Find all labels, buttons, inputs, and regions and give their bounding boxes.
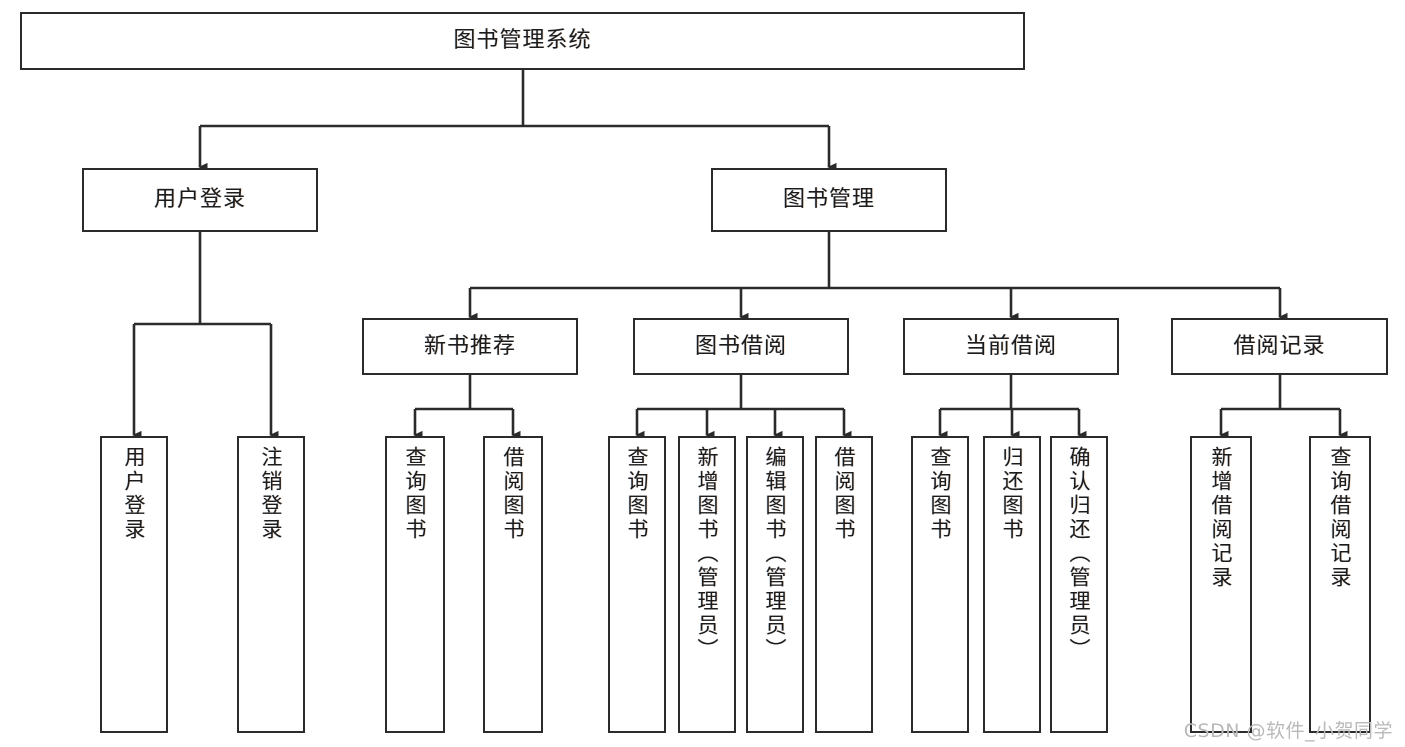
node-leaf-borrow-4[interactable]: 借阅图书 [815,436,873,733]
node-label: 借阅图书 [832,446,857,542]
node-label: 新书推荐 [423,333,516,359]
node-label: 图书借阅 [694,333,787,359]
node-leaf-rec-1[interactable]: 新增借阅记录 [1190,436,1252,733]
node-label: 查询借阅记录 [1328,446,1353,590]
node-label: 用户登录 [122,446,147,542]
node-label: 新增借阅记录 [1209,446,1234,590]
node-label: 借阅记录 [1233,333,1326,359]
node-login[interactable]: 用户登录 [82,168,318,232]
node-label: 当前借阅 [964,333,1057,359]
node-leaf-borrow-2[interactable]: 新增图书（管理员） [678,436,736,733]
node-leaf-new-2[interactable]: 借阅图书 [483,436,543,733]
node-root[interactable]: 图书管理系统 [20,12,1025,70]
node-leaf-login-2[interactable]: 注销登录 [237,436,305,733]
node-leaf-borrow-3[interactable]: 编辑图书（管理员） [746,436,804,733]
node-newbook[interactable]: 新书推荐 [362,318,578,375]
watermark-credit: CSDN @软件_小贺同学 [1183,720,1393,742]
node-bookmgmt[interactable]: 图书管理 [711,168,947,232]
node-label: 查询图书 [928,446,953,542]
node-records[interactable]: 借阅记录 [1171,318,1388,375]
node-leaf-login-1[interactable]: 用户登录 [100,436,168,733]
node-label: 图书管理 [782,187,875,213]
node-current[interactable]: 当前借阅 [903,318,1119,375]
node-leaf-cur-1[interactable]: 查询图书 [911,436,969,733]
node-label: 编辑图书（管理员） [763,446,788,662]
node-leaf-cur-2[interactable]: 归还图书 [983,436,1041,733]
node-label: 图书管理系统 [453,28,592,54]
node-leaf-new-1[interactable]: 查询图书 [385,436,445,733]
node-label: 新增图书（管理员） [695,446,720,662]
node-leaf-rec-2[interactable]: 查询借阅记录 [1309,436,1371,733]
node-label: 确认归还（管理员） [1067,446,1092,662]
node-label: 用户登录 [153,187,246,213]
node-borrow[interactable]: 图书借阅 [633,318,849,375]
node-label: 查询图书 [403,446,428,542]
node-leaf-borrow-1[interactable]: 查询图书 [608,436,666,733]
edge-paths [132,70,1348,440]
node-label: 归还图书 [1000,446,1025,542]
node-label: 注销登录 [259,446,284,542]
node-label: 查询图书 [625,446,650,542]
node-leaf-cur-3[interactable]: 确认归还（管理员） [1050,436,1108,733]
node-label: 借阅图书 [501,446,526,542]
